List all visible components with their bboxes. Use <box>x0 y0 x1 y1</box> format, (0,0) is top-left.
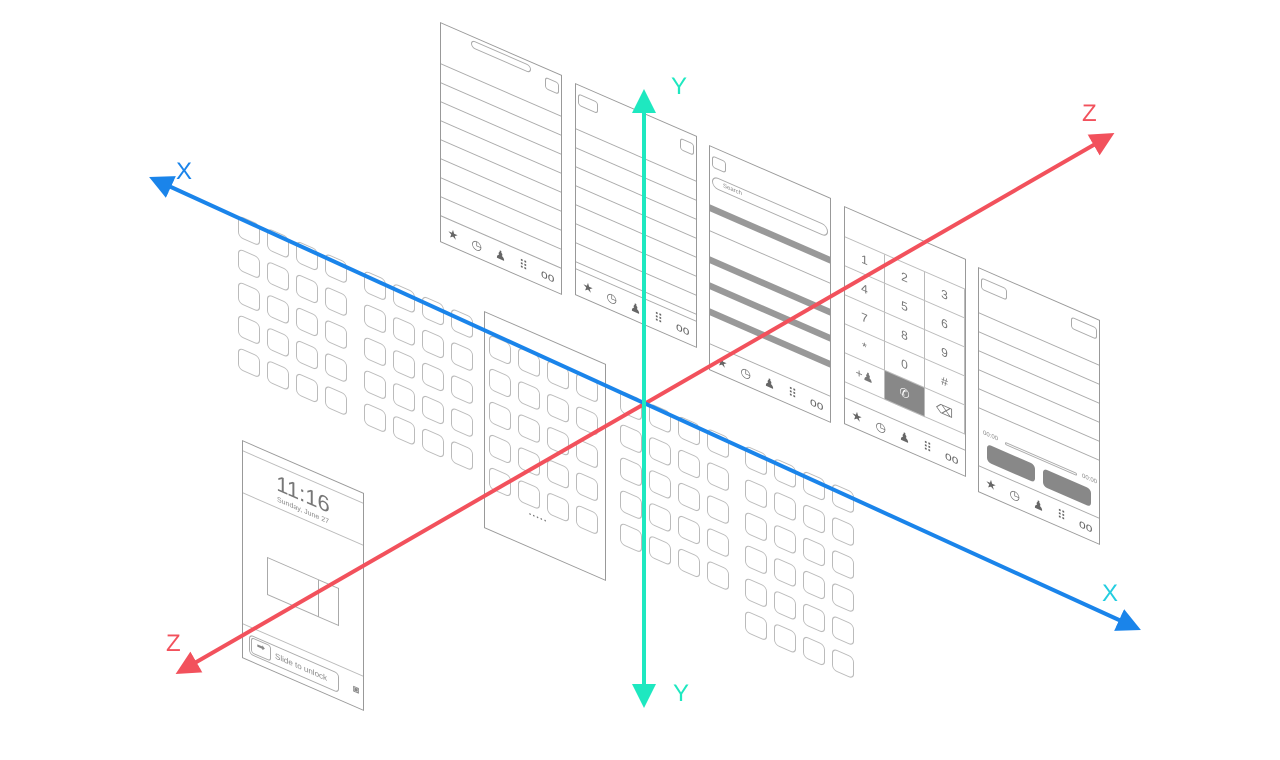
x-axis-label-end: X <box>1102 580 1119 607</box>
z-axis-label-end: Z <box>1082 100 1097 127</box>
y-axis-label-bottom: Y <box>673 680 690 707</box>
y-axis-label-top: Y <box>671 73 688 100</box>
x-axis-label-start: X <box>176 158 193 185</box>
z-axis-label-start: Z <box>166 630 181 657</box>
